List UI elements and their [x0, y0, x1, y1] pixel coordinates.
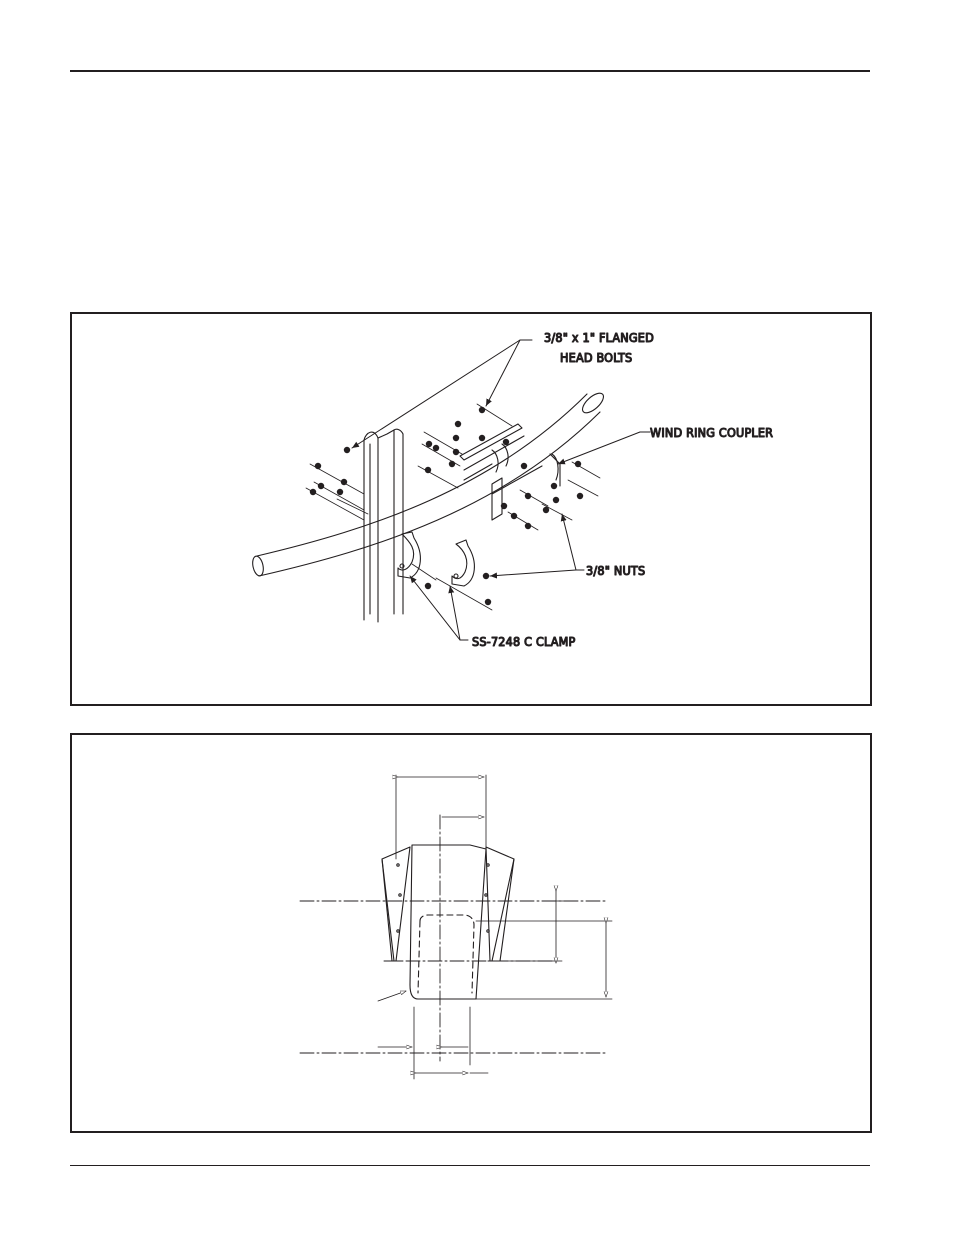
footer-rule [70, 1165, 870, 1166]
clamp-label: SS-7248 C CLAMP [472, 634, 576, 649]
assembly-figure: 3/8" x 1" FLANGED HEAD BOLTS WIND RING C… [70, 312, 872, 706]
dimension-lines [377, 774, 613, 1080]
assembly-drawing: 3/8" x 1" FLANGED HEAD BOLTS WIND RING C… [252, 329, 774, 650]
bolts-label-line1: 3/8" x 1" FLANGED [544, 330, 654, 345]
header-rule [70, 70, 870, 72]
c-clamp-left [397, 531, 421, 579]
elevation-drawing [299, 774, 613, 1080]
post [363, 428, 404, 623]
fasteners [309, 406, 584, 606]
centerlines [299, 814, 609, 1062]
post-outline [409, 844, 487, 1000]
c-clamp-right [451, 539, 475, 587]
coupler-label: WIND RING COUPLER [650, 425, 773, 440]
leader-lines [351, 339, 651, 641]
bolt-axis-lines [305, 403, 601, 611]
bolts-label-line2: HEAD BOLTS [560, 350, 632, 365]
pipe [252, 392, 605, 577]
elevation-figure [70, 733, 872, 1133]
bracket [381, 846, 515, 962]
nuts-label: 3/8" NUTS [586, 563, 645, 578]
